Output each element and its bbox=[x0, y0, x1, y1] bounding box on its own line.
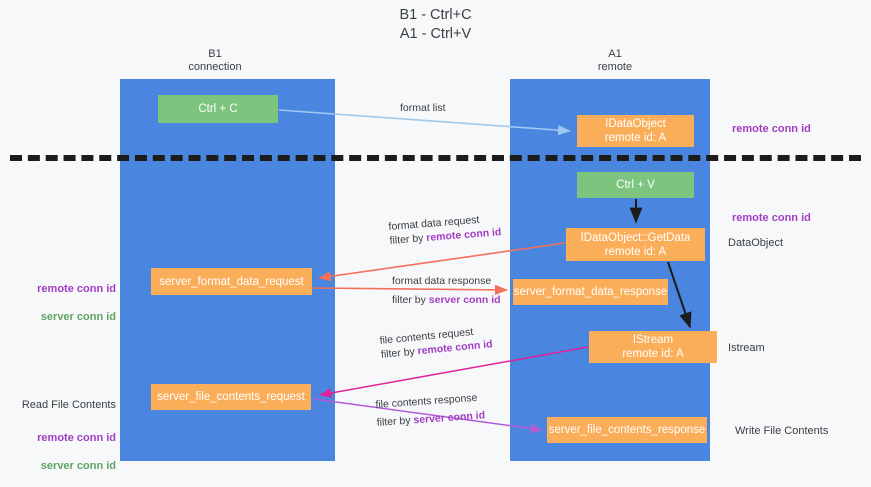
edge-response-to-istream bbox=[667, 261, 692, 329]
node-server-format-data-response[interactable]: server_format_data_response bbox=[513, 279, 668, 305]
annotation-left-server-conn-id: server conn id bbox=[40, 311, 116, 323]
node-server-format-data-request[interactable]: server_format_data_request bbox=[151, 268, 312, 295]
node-istream[interactable]: IStream remote id: A bbox=[589, 331, 717, 363]
section-divider bbox=[10, 155, 861, 161]
connector-layer bbox=[278, 109, 692, 434]
column-header-a1: A1 remote bbox=[597, 48, 633, 73]
column-header-b1: B1 connection bbox=[188, 48, 242, 73]
node-idataobject-getdata[interactable]: IDataObject::GetData remote id: A bbox=[566, 228, 705, 261]
edge-file-contents-response bbox=[313, 398, 543, 434]
edge-format-data-request bbox=[318, 242, 566, 282]
edge-label-format-list: format list bbox=[400, 102, 446, 114]
edge-format-list bbox=[278, 109, 571, 136]
annotation-left-remote-conn-id: remote conn id bbox=[37, 283, 116, 295]
edge-file-contents-request bbox=[319, 346, 589, 398]
annotation-read-file-contents: Read File Contents bbox=[21, 399, 116, 411]
node-server-file-contents-response[interactable]: server_file_contents_response bbox=[547, 417, 707, 443]
annotation-left-bottom-server-conn-id: server conn id bbox=[40, 460, 116, 472]
edge-label-format-data-response-line2: filter by server conn id bbox=[392, 294, 501, 306]
node-idataobject[interactable]: IDataObject remote id: A bbox=[577, 115, 694, 147]
edge-format-data-response bbox=[312, 284, 508, 295]
node-ctrl-c[interactable]: Ctrl + C bbox=[158, 95, 278, 123]
diagram-canvas: B1 - Ctrl+C A1 - Ctrl+V B1 connection A1… bbox=[10, 7, 861, 472]
edge-label-format-data-response-line1: format data response bbox=[392, 275, 492, 287]
annotation-write-file-contents: Write File Contents bbox=[735, 425, 829, 437]
annotation-left-bottom-remote-conn-id: remote conn id bbox=[37, 432, 116, 444]
annotation-istream: Istream bbox=[728, 342, 765, 354]
annotation-left-conn-ids: remote conn id server conn id bbox=[20, 268, 116, 338]
edge-label-format-data-response: format data response filter by server co… bbox=[392, 274, 501, 307]
annotation-read-file-contents-group: Read File Contents remote conn id server… bbox=[18, 384, 116, 487]
annotation-remote-conn-id-mid: remote conn id bbox=[732, 212, 811, 224]
node-ctrl-v[interactable]: Ctrl + V bbox=[577, 172, 694, 198]
page-title: B1 - Ctrl+C A1 - Ctrl+V bbox=[399, 7, 472, 42]
annotation-dataobject: DataObject bbox=[728, 237, 784, 249]
node-server-file-contents-request[interactable]: server_file_contents_request bbox=[151, 384, 311, 410]
filter-key-server-conn-id: server conn id bbox=[428, 294, 501, 306]
annotation-remote-conn-id-top: remote conn id bbox=[732, 123, 811, 135]
